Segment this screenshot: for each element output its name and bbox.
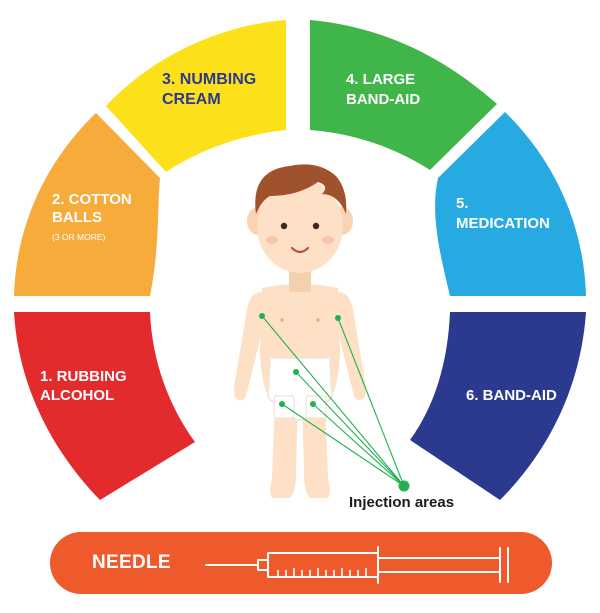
child-head: [257, 179, 343, 273]
injection-callouts: [261, 315, 405, 487]
wheel-segment-2: [14, 113, 160, 296]
callout-line-left-arm: [261, 315, 405, 487]
callout-line-left-thigh: [281, 403, 405, 487]
injection-dot-left-arm: [259, 313, 265, 319]
injection-dot-left-thigh: [279, 401, 285, 407]
segment-2-label-line-2: BALLS: [52, 209, 102, 226]
segment-3-label-line-2: CREAM: [162, 91, 221, 108]
needle-bar: [50, 532, 552, 594]
callout-hub-dot: [398, 480, 410, 492]
segment-5-label-line-2: MEDICATION: [456, 215, 550, 232]
segment-1-label-line-1: 1. RUBBING: [40, 368, 127, 385]
child-right-arm: [338, 292, 366, 401]
wheel-segment-1: [14, 312, 195, 500]
child-figure: [234, 164, 366, 498]
injection-dot-right-arm: [335, 315, 341, 321]
wheel-segment-4: [310, 20, 497, 170]
injection-dot-right-thigh: [310, 401, 316, 407]
needle-label: NEEDLE: [92, 552, 171, 573]
segment-2-label-line-1: 2. COTTON: [52, 191, 132, 208]
callout-line-belly: [295, 371, 405, 487]
injection-dot-belly: [293, 369, 299, 375]
segment-4-label-line-2: BAND-AID: [346, 91, 420, 108]
child-left-leg: [270, 400, 298, 498]
wheel-segment-5: [435, 112, 586, 296]
segment-2-sublabel: (3 OR MORE): [52, 232, 106, 242]
syringe-icon: [205, 546, 509, 584]
thigh-patch-left: [273, 395, 295, 419]
callout-line-right-thigh: [312, 403, 405, 487]
child-right-leg: [302, 400, 330, 498]
wheel-segment-3: [106, 20, 286, 172]
segment-3-label-line-1: 3. NUMBING: [162, 71, 256, 88]
wheel-segment-6: [410, 312, 586, 500]
child-left-arm: [234, 292, 262, 401]
segment-6-label-line-1: 6. BAND-AID: [466, 387, 557, 404]
callout-line-right-arm: [337, 317, 405, 487]
child-hair: [255, 164, 347, 214]
segment-5-label-line-1: 5.: [456, 195, 469, 212]
segment-4-label-line-1: 4. LARGE: [346, 71, 415, 88]
segment-1-label-line-2: ALCOHOL: [40, 387, 114, 404]
injection-areas-label: Injection areas: [349, 494, 455, 511]
